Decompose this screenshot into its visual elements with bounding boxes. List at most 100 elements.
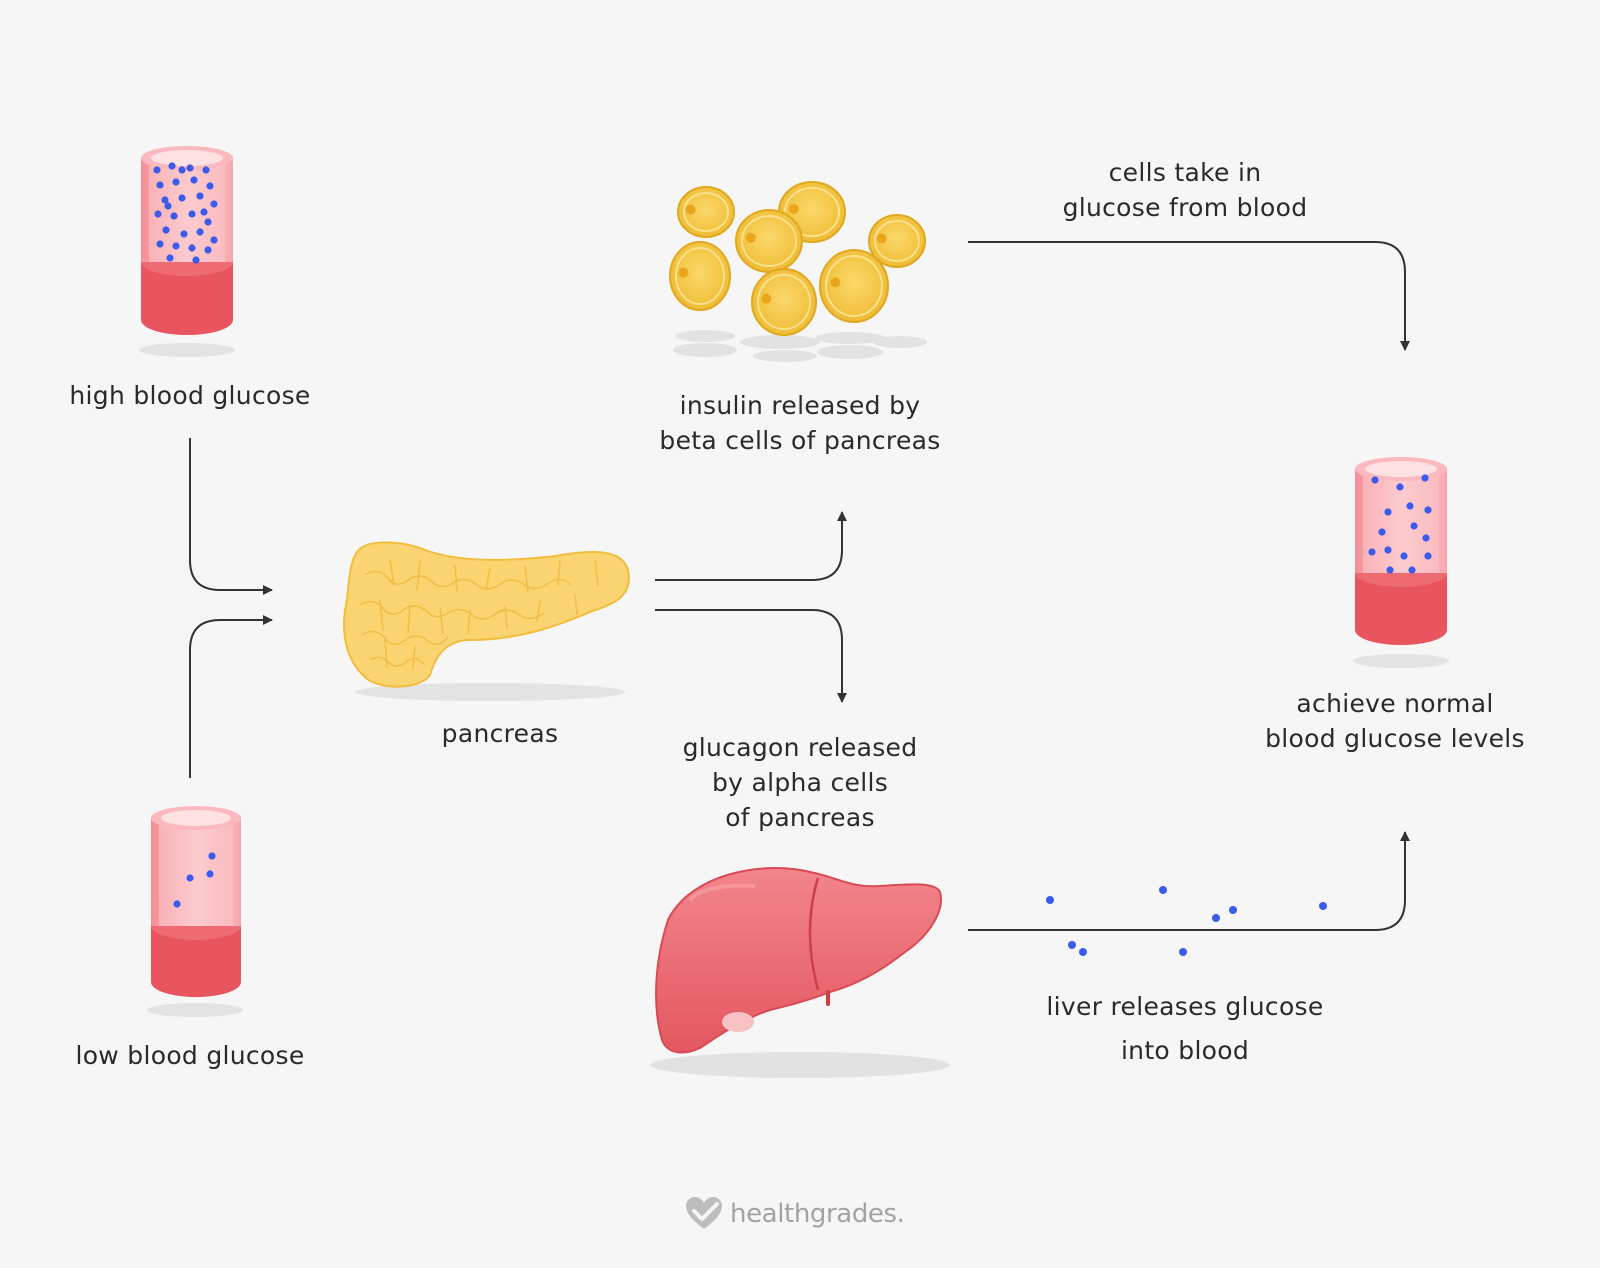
glucose-dot: [186, 874, 194, 882]
liver-releases-label: liver releases glucose into blood: [1020, 985, 1350, 1073]
cells-take-in-line-2: glucose from blood: [1062, 193, 1308, 222]
insulin-label: insulin released by beta cells of pancre…: [625, 388, 975, 458]
fat-cell: [868, 214, 926, 268]
arrows: [189, 241, 1410, 931]
glucose-dot: [168, 162, 176, 170]
glucose-dot: [178, 166, 186, 174]
liver-icon: [650, 867, 950, 1078]
glucose-dot: [1079, 948, 1087, 956]
glucose-dot: [161, 196, 169, 204]
glucose-dot: [172, 178, 180, 186]
glucose-dot: [166, 254, 174, 262]
glucose-dot: [1386, 566, 1394, 574]
glucose-dot: [206, 182, 214, 190]
glucagon-label: glucagon released by alpha cells of panc…: [640, 730, 960, 835]
glucose-dot: [1068, 941, 1076, 949]
glucose-dot: [1368, 548, 1376, 556]
released-glucose-dots: [1046, 886, 1327, 956]
low-blood-glucose-text: low blood glucose: [75, 1041, 305, 1070]
glucose-dot: [154, 210, 162, 218]
glucose-dot: [1384, 546, 1392, 554]
glucagon-line-3: of pancreas: [725, 803, 875, 832]
glucose-dot: [190, 176, 198, 184]
glucose-dot: [192, 256, 200, 264]
liver-releases-line-2: into blood: [1120, 1036, 1250, 1065]
glucose-dot: [202, 166, 210, 174]
healthgrades-wordmark: healthgrades.: [730, 1199, 905, 1229]
glucose-dot: [188, 210, 196, 218]
fat-cell: [677, 186, 735, 238]
glucose-dot: [1319, 902, 1327, 910]
arrow-low-to-pancreas: [189, 615, 273, 778]
insulin-line-1: insulin released by: [679, 391, 921, 420]
glucose-dot: [1424, 552, 1432, 560]
insulin-line-2: beta cells of pancreas: [659, 426, 941, 455]
glucose-dot: [1378, 528, 1386, 536]
fat-cell: [735, 209, 803, 273]
glucose-dot: [210, 200, 218, 208]
glucose-dot: [1422, 534, 1430, 542]
arrow-liver-to-normal: [968, 831, 1410, 931]
normal-glucose-label: achieve normal blood glucose levels: [1225, 686, 1565, 756]
glucose-dot: [1410, 522, 1418, 530]
glucose-dot: [1400, 552, 1408, 560]
arrow-pancreas-to-glucagon: [655, 609, 847, 703]
high-blood-glucose-text: high blood glucose: [69, 381, 311, 410]
glucose-dot: [162, 226, 170, 234]
glucose-dot: [204, 218, 212, 226]
healthgrades-brand[interactable]: healthgrades.: [684, 1196, 905, 1232]
low-blood-glucose-label: low blood glucose: [40, 1038, 340, 1073]
normal-line-2: blood glucose levels: [1265, 724, 1525, 753]
glucose-dot: [1424, 506, 1432, 514]
glucose-dot: [1159, 886, 1167, 894]
glucose-dot: [1406, 502, 1414, 510]
fat-cell: [669, 241, 731, 311]
beta-cells-icon: [669, 181, 927, 362]
glucose-dot: [206, 870, 214, 878]
glucose-dot: [156, 240, 164, 248]
normal-glucose-dots: [1368, 474, 1432, 574]
glucose-dot: [156, 181, 164, 189]
glucose-dot: [1212, 914, 1220, 922]
glucose-dot: [178, 194, 186, 202]
glucose-dot: [172, 242, 180, 250]
glucose-dot: [188, 244, 196, 252]
glucose-dot: [180, 230, 188, 238]
glucose-dot: [1384, 508, 1392, 516]
arrow-cells-to-normal: [968, 241, 1410, 351]
fat-cell: [751, 268, 817, 336]
glucose-dot: [173, 900, 181, 908]
cells-take-in-label: cells take in glucose from blood: [1020, 155, 1350, 225]
glucose-dot: [170, 212, 178, 220]
glucose-dot: [200, 208, 208, 216]
pancreas-icon: [343, 541, 630, 701]
glucagon-line-1: glucagon released: [682, 733, 918, 762]
glucose-dot: [186, 164, 194, 172]
glucose-dot: [208, 852, 216, 860]
high-glucose-tube-icon: [139, 146, 235, 357]
pancreas-text: pancreas: [441, 719, 559, 748]
glucose-dot: [1229, 906, 1237, 914]
glucose-dot: [1396, 483, 1404, 491]
glucose-dot: [164, 202, 172, 210]
glucose-dot: [1421, 474, 1429, 482]
pancreas-label: pancreas: [400, 716, 600, 751]
high-blood-glucose-label: high blood glucose: [40, 378, 340, 413]
low-glucose-dots: [173, 852, 216, 908]
glucose-dot: [153, 166, 161, 174]
healthgrades-heart-logo-icon: [686, 1197, 722, 1229]
cell-blobs: [669, 181, 926, 336]
arrow-pancreas-to-insulin: [655, 511, 847, 581]
glucose-dot: [196, 228, 204, 236]
high-glucose-dots: [153, 162, 218, 264]
low-glucose-tube-icon: [147, 806, 243, 1017]
glucose-dot: [1371, 476, 1379, 484]
glucose-dot: [1179, 948, 1187, 956]
glucagon-line-2: by alpha cells: [711, 768, 889, 797]
glucose-dot: [1408, 566, 1416, 574]
arrow-high-to-pancreas: [189, 438, 273, 595]
cells-take-in-line-1: cells take in: [1108, 158, 1262, 187]
glucose-dot: [210, 236, 218, 244]
